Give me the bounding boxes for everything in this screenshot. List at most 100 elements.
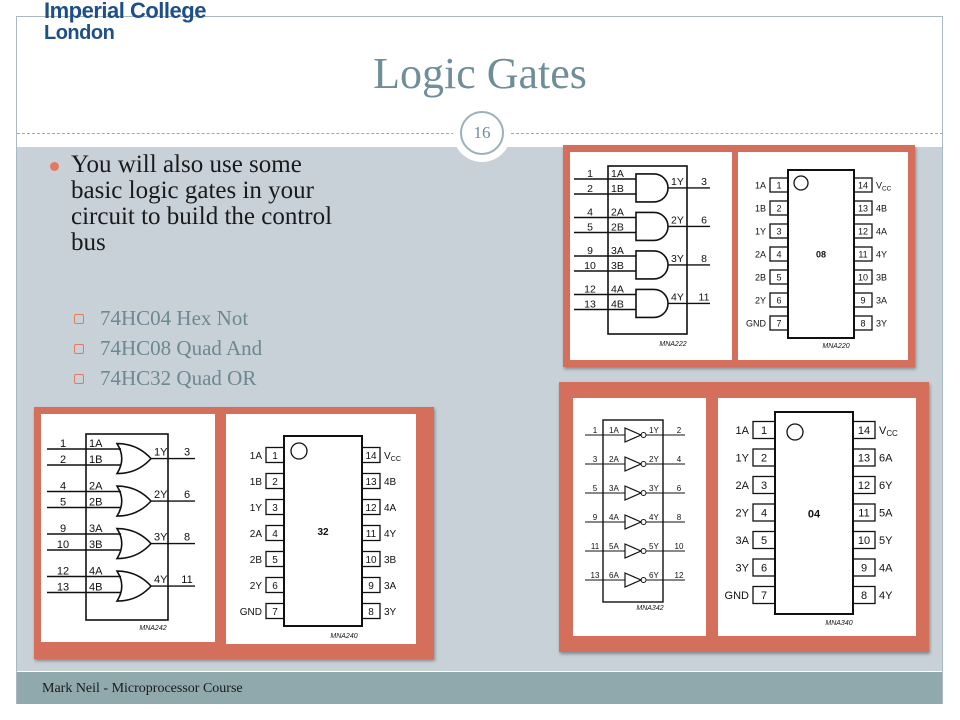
- pin-box: [265, 498, 285, 516]
- pin-number: 6: [776, 295, 781, 305]
- gate-output-label: 3Y: [649, 484, 659, 493]
- not-gate-icon: [624, 456, 643, 472]
- pin-number: 14: [858, 180, 868, 190]
- pin-box: [752, 475, 776, 495]
- gate-input-label: 2B: [89, 497, 102, 509]
- sub-item-text: 74HC32 Quad OR: [100, 366, 257, 390]
- pin-box: [361, 446, 381, 464]
- and-gate-icon: [635, 250, 669, 280]
- pin-number: 13: [591, 571, 600, 580]
- gate-input-label: 5A: [609, 542, 619, 551]
- pin-number: 1: [593, 426, 598, 435]
- pin-label: 1Y: [250, 503, 263, 514]
- pin-label: 3Y: [384, 607, 397, 618]
- gate-input-label: 1A: [611, 168, 624, 180]
- pin-number: 2: [60, 454, 66, 466]
- pin-box: [769, 200, 789, 216]
- gate-input-label: 6A: [609, 571, 619, 580]
- chip-number: 08: [816, 250, 826, 260]
- pin-number: 4: [272, 529, 278, 540]
- pin-number: 4: [587, 207, 593, 219]
- pin-number: 1: [761, 425, 767, 437]
- page-number: 16: [460, 111, 504, 155]
- pin-number: 2: [587, 183, 593, 195]
- pin-label: 1B: [250, 477, 263, 488]
- pin-label: 3Y: [876, 318, 887, 328]
- pin-label: 1A: [250, 451, 263, 462]
- pin-box: [769, 315, 789, 331]
- pin-box: [361, 576, 381, 594]
- pin-box: [265, 446, 285, 464]
- not-gate-icon: [624, 543, 643, 559]
- pin-label: 5Y: [879, 535, 893, 547]
- pin-label: 1Y: [736, 453, 750, 465]
- gate-input-label: 4B: [89, 582, 102, 594]
- square-bullet-icon: [74, 374, 84, 384]
- gate-output-label: 3Y: [154, 532, 168, 544]
- pin-number: 3: [776, 226, 781, 236]
- pin-label: 4A: [879, 563, 893, 575]
- pin-number: 5: [593, 484, 598, 493]
- pin-label: 2A: [736, 480, 750, 492]
- pin-label: VCC: [879, 425, 898, 438]
- gate-input-label: 1B: [89, 454, 102, 466]
- bullet-dot-icon: [50, 162, 59, 171]
- and-gate-icon: [635, 288, 669, 319]
- pin-number: 11: [699, 291, 710, 303]
- pin-label: 1B: [755, 203, 766, 213]
- pin-number: 5: [60, 497, 66, 509]
- pin1-notch-icon: [793, 175, 809, 191]
- pin-label: 5A: [879, 508, 893, 520]
- pin-number: 1: [587, 168, 593, 180]
- main-bullet-text: You will also use some basic logic gates…: [71, 151, 333, 256]
- pin-box: [853, 315, 873, 331]
- pin-label: VCC: [876, 180, 892, 192]
- pin-number: 9: [368, 581, 374, 592]
- pin-number: 9: [861, 563, 867, 575]
- pin-label: 4Y: [876, 249, 887, 259]
- logo-line-2: London: [44, 22, 115, 44]
- gate-input-label: 2A: [89, 481, 103, 493]
- or-gate-icon: [115, 442, 153, 475]
- pin-number: 5: [776, 272, 781, 282]
- pin-label: 3B: [384, 555, 397, 566]
- gate-input-label: 3A: [611, 245, 624, 257]
- pin-box: [852, 448, 876, 467]
- pin-label: 2B: [755, 272, 766, 282]
- pin-box: [752, 558, 776, 577]
- pin-number: 12: [584, 284, 596, 296]
- sub-item-text: 74HC04 Hex Not: [100, 306, 249, 330]
- pin-label: 4A: [876, 226, 887, 236]
- pin-number: 6: [184, 489, 190, 501]
- pin1-notch-icon: [290, 442, 308, 460]
- and-gate-icon: [635, 173, 669, 203]
- pin-number: 2: [761, 453, 767, 465]
- not-gate-icon: [624, 514, 643, 530]
- pin-box: [852, 530, 876, 550]
- gate-output-label: 2Y: [649, 455, 659, 464]
- pin-number: 10: [584, 260, 596, 272]
- pin-number: 1: [60, 438, 66, 450]
- pin-number: 8: [677, 513, 682, 522]
- pin-box: [853, 200, 873, 216]
- logo-line-1: Imperial College: [44, 0, 206, 23]
- pin-label: 2Y: [755, 295, 766, 305]
- pin-number: 7: [272, 607, 278, 618]
- gate-output-label: 4Y: [649, 513, 659, 522]
- pin-label: GND: [240, 607, 262, 618]
- gate-input-label: 3B: [611, 260, 624, 272]
- figure-code: MNA340: [825, 620, 852, 627]
- gate-input-label: 4A: [89, 566, 103, 578]
- footer-text: Mark Neil - Microprocessor Course: [42, 681, 243, 696]
- pin-number: 14: [858, 425, 870, 437]
- pin-number: 11: [181, 574, 192, 586]
- chip-number: 32: [317, 527, 329, 538]
- pin-box: [769, 246, 789, 262]
- pin-box: [852, 420, 876, 440]
- pin-box: [752, 503, 776, 522]
- pin-number: 4: [677, 455, 682, 464]
